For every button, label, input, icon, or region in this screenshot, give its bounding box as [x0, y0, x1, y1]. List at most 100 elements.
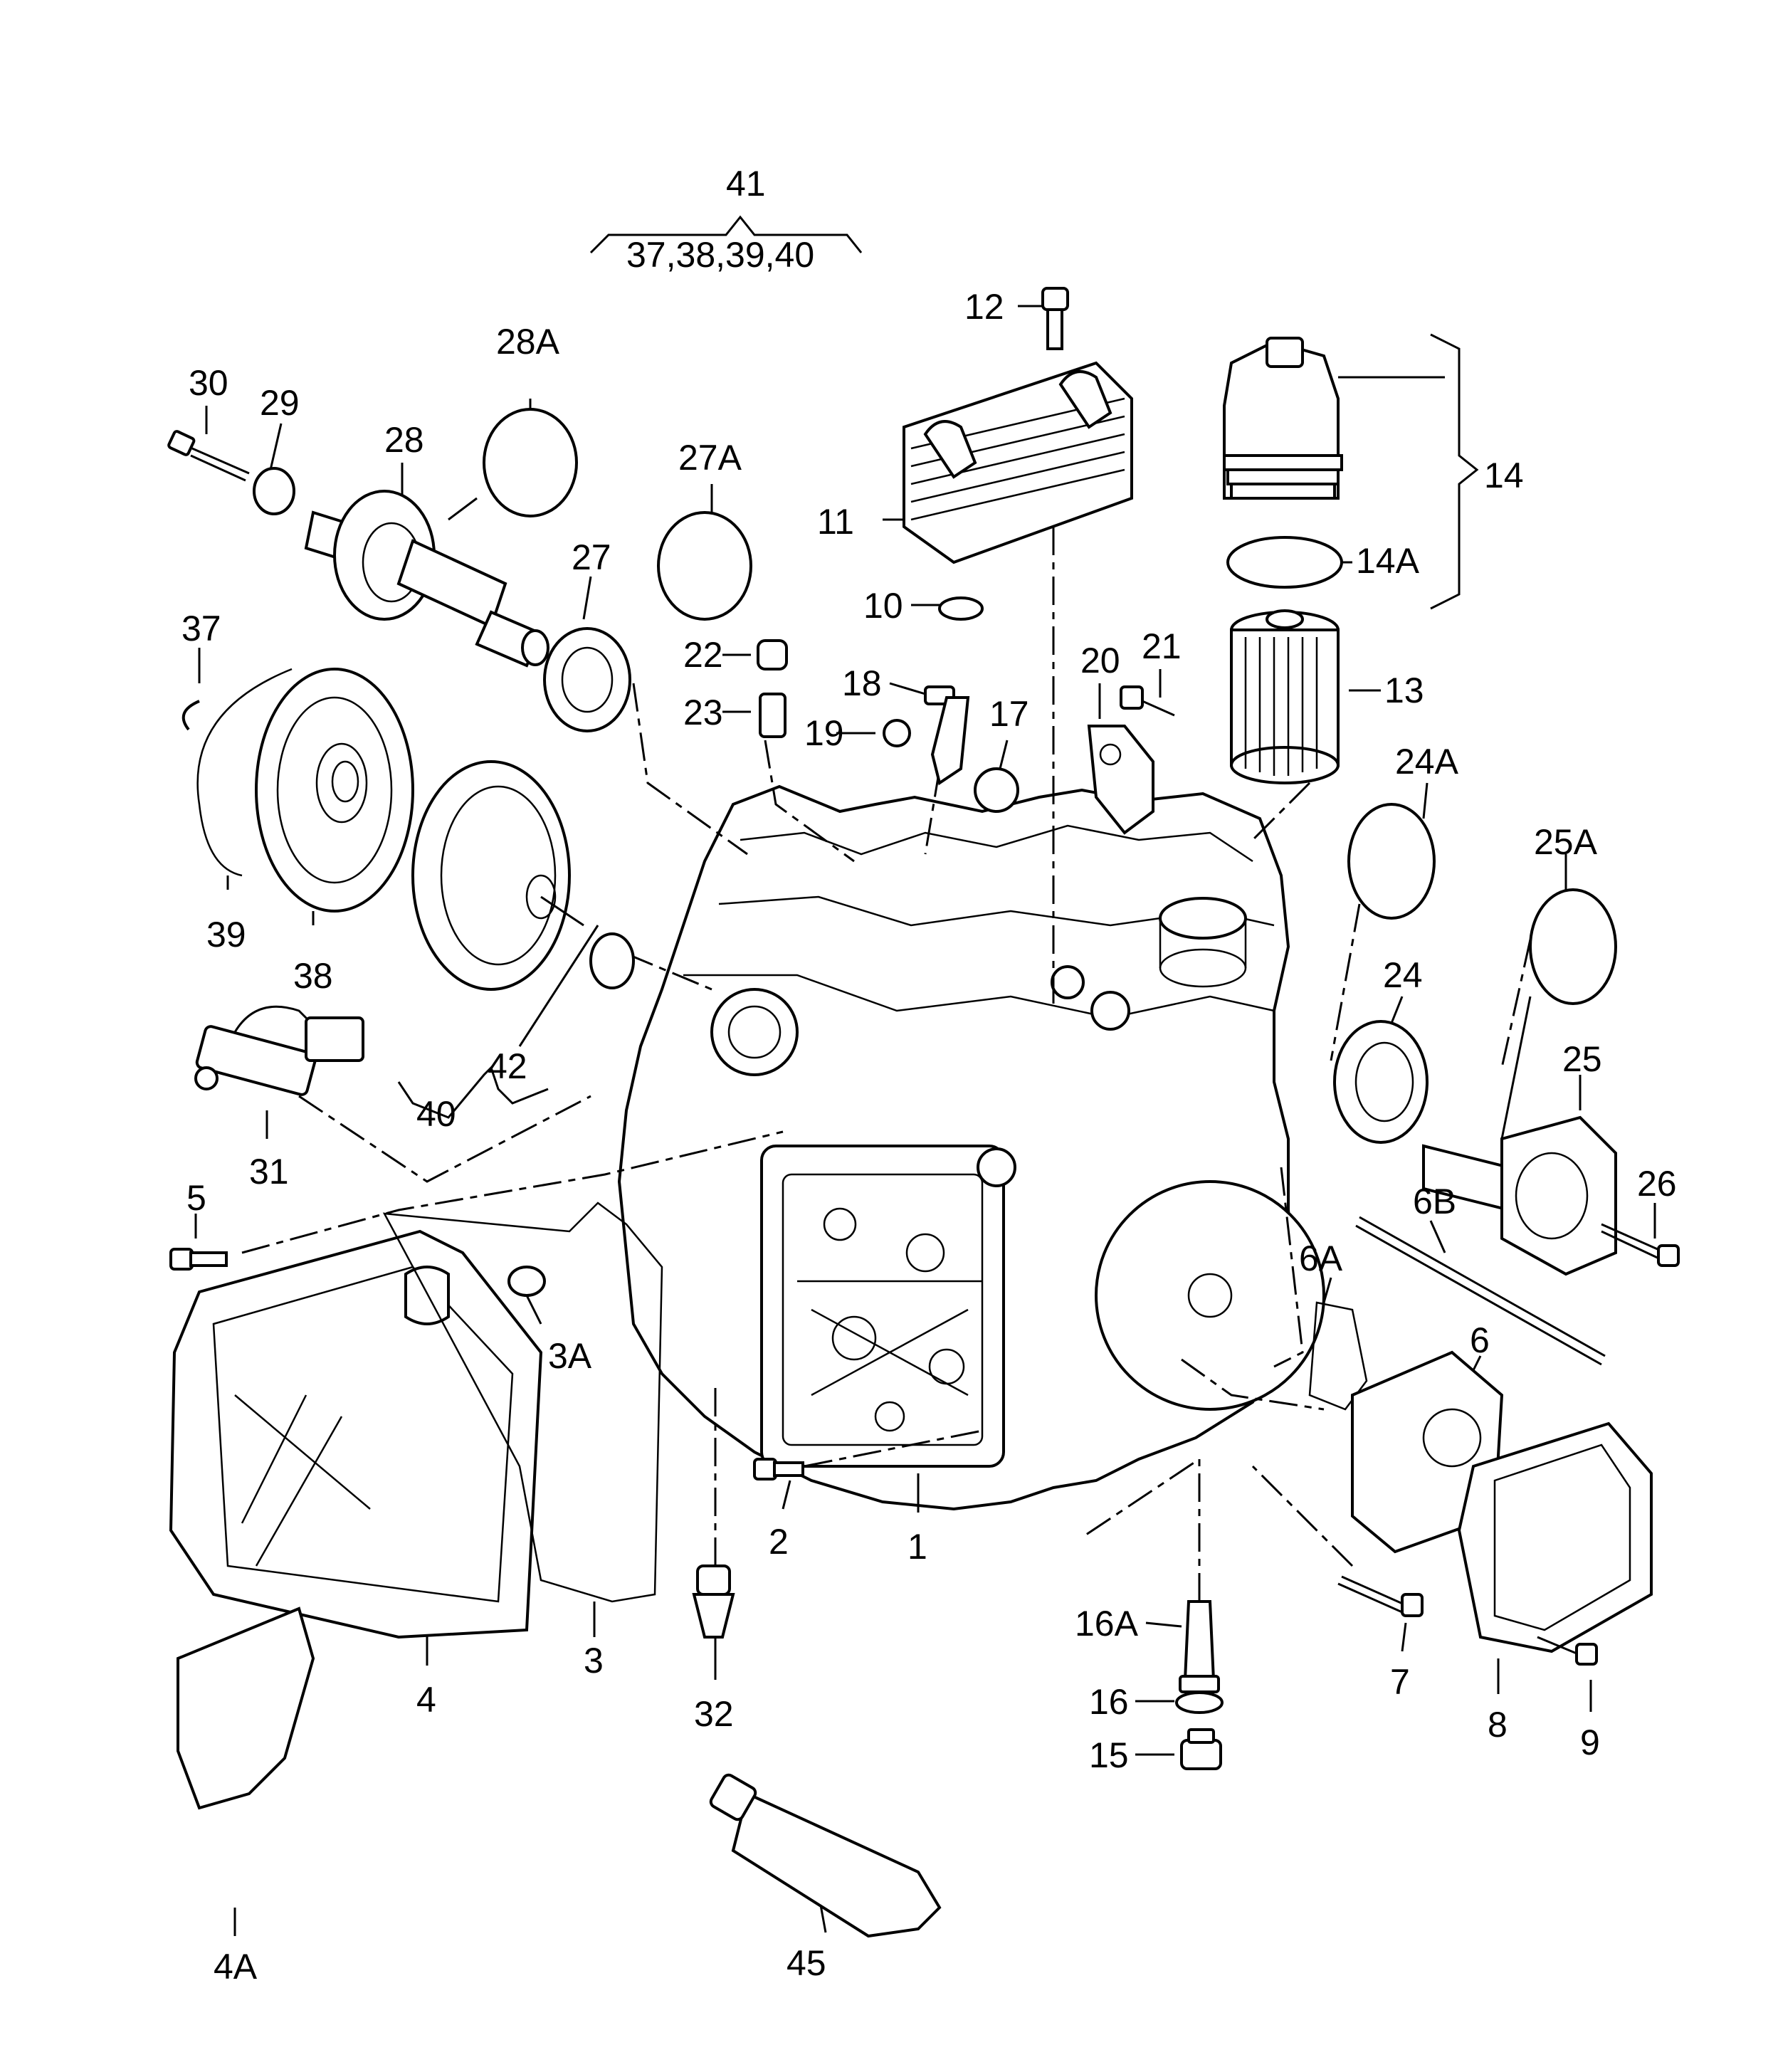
bolt-2: [753, 1458, 804, 1481]
callout-19: 19: [804, 713, 844, 753]
shaft-seal-27: [543, 627, 631, 732]
bolt-21: [1120, 685, 1175, 717]
callout-3: 3: [584, 1641, 604, 1681]
callout-45: 45: [786, 1943, 826, 1983]
callout-5: 5: [186, 1178, 206, 1218]
plug-22: [757, 639, 788, 670]
oil-cooler-11: [903, 361, 1133, 564]
callout-31: 31: [249, 1152, 289, 1192]
leader-lines: [194, 215, 1656, 1936]
callout-6: 6: [1470, 1320, 1490, 1360]
callout-labels: 41 37,38,39,40 12 14 14A 13 11 10 30 29 …: [181, 164, 1677, 1987]
bracket-18-19: [930, 696, 970, 786]
callout-22: 22: [683, 635, 723, 675]
seal-ring-14a: [1226, 536, 1343, 589]
callout-17: 17: [989, 694, 1029, 734]
seal-ring-24a: [1347, 803, 1436, 920]
ring-42: [589, 932, 635, 989]
oil-pan-4: [169, 1229, 543, 1639]
bracket-20: [1087, 725, 1154, 835]
callout-4: 4: [416, 1680, 436, 1720]
filter-element-13: [1230, 609, 1340, 784]
gasket-3: [382, 1201, 663, 1603]
callout-10: 10: [863, 586, 903, 626]
callout-6b: 6B: [1413, 1182, 1456, 1221]
callout-18: 18: [842, 663, 882, 703]
callout-28a: 28A: [496, 322, 560, 362]
callout-9: 9: [1580, 1723, 1600, 1762]
bolt-7: [1337, 1575, 1424, 1617]
cover-8: [1457, 1421, 1653, 1653]
callout-30: 30: [189, 363, 228, 403]
callout-24: 24: [1383, 955, 1423, 995]
callout-8: 8: [1488, 1705, 1508, 1745]
drive-shaft-28: [304, 490, 549, 668]
clutch-drum-38: [255, 668, 414, 913]
sleeve-23: [759, 693, 786, 738]
callout-13: 13: [1384, 670, 1424, 710]
plug-15: [1180, 1728, 1222, 1770]
callout-16a: 16A: [1075, 1604, 1139, 1644]
callout-29: 29: [260, 383, 300, 423]
callout-23: 23: [683, 693, 723, 732]
callout-21: 21: [1142, 626, 1182, 666]
callout-38: 38: [293, 956, 333, 996]
callout-40: 40: [416, 1094, 456, 1134]
bolt-12: [1041, 287, 1069, 350]
seal-ring-25a: [1529, 888, 1617, 1005]
seal-ring-28a: [483, 408, 578, 517]
bolt-26: [1601, 1223, 1680, 1267]
callout-39: 39: [206, 915, 246, 955]
callout-27: 27: [572, 537, 611, 577]
callout-28: 28: [384, 420, 424, 460]
bolt-30: [167, 430, 250, 482]
rod-6b: [1355, 1216, 1606, 1366]
sealant-tube-45: [709, 1773, 942, 1938]
sensor-31: [194, 1005, 364, 1096]
callout-2: 2: [769, 1522, 789, 1562]
tube-16a: [1179, 1600, 1220, 1693]
clutch-pack-40: [411, 760, 584, 991]
callout-24a: 24A: [1395, 742, 1459, 782]
callout-20: 20: [1080, 641, 1120, 680]
seal-17: [974, 767, 1019, 813]
filter-housing-14: [1223, 337, 1343, 500]
o-ring-10: [938, 596, 984, 621]
callout-14a: 14A: [1356, 541, 1420, 581]
callout-25: 25: [1562, 1039, 1602, 1079]
seal-ring-16: [1175, 1691, 1224, 1714]
callout-6a: 6A: [1299, 1239, 1343, 1278]
callout-11: 11: [817, 502, 854, 542]
callout-25a: 25A: [1534, 822, 1598, 862]
flange-shaft-25: [1422, 1115, 1617, 1276]
callout-41: 41: [726, 164, 766, 204]
bolt-9: [1537, 1636, 1598, 1666]
callout-15: 15: [1089, 1735, 1129, 1775]
callout-27a: 27A: [678, 438, 742, 478]
callout-7: 7: [1390, 1662, 1410, 1702]
callout-12: 12: [964, 287, 1004, 327]
callout-32: 32: [694, 1694, 734, 1734]
callout-41-subparts: 37,38,39,40: [626, 235, 814, 275]
bolt-5: [169, 1248, 228, 1271]
callout-14: 14: [1484, 456, 1524, 495]
bracket-4a: [177, 1606, 315, 1810]
callout-16: 16: [1089, 1682, 1129, 1722]
transmission-housing: [617, 784, 1325, 1511]
seal-ring-27a: [657, 511, 752, 621]
callout-42: 42: [488, 1046, 527, 1086]
drain-plug-32: [692, 1564, 735, 1639]
callout-4a: 4A: [214, 1947, 258, 1987]
ring-39: [196, 668, 293, 877]
ring-3a: [507, 1266, 546, 1297]
callout-26: 26: [1637, 1164, 1677, 1204]
circlip-37: [181, 700, 200, 731]
callout-1: 1: [907, 1527, 927, 1567]
callout-37: 37: [181, 609, 221, 648]
nut-19: [883, 719, 911, 747]
shaft-seal-24: [1333, 1020, 1429, 1144]
callout-3a: 3A: [548, 1336, 592, 1376]
circlip-29: [253, 467, 295, 515]
